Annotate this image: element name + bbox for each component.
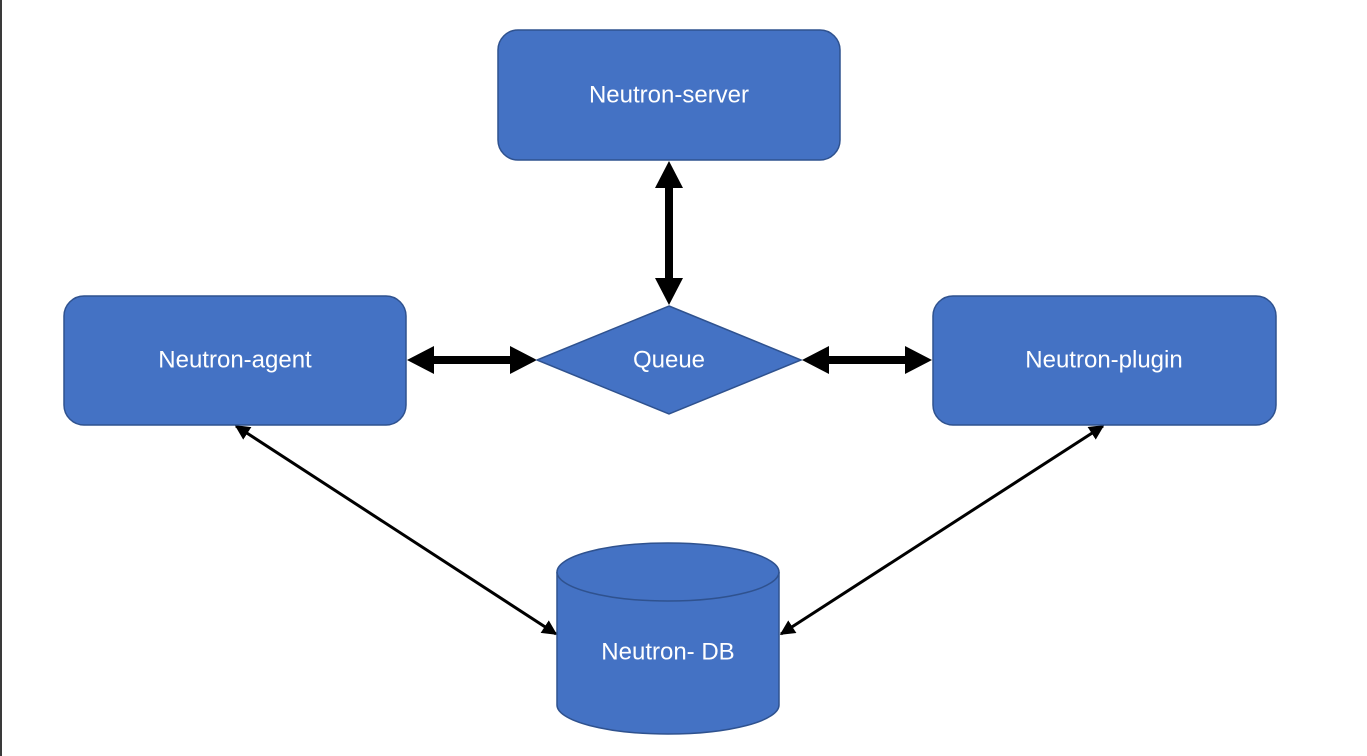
node-neutron-agent: Neutron-agent bbox=[63, 295, 407, 426]
left-border bbox=[0, 0, 2, 756]
arrow-plugin-db bbox=[779, 424, 1105, 636]
node-neutron-server: Neutron-server bbox=[497, 29, 841, 161]
node-queue-label: Queue bbox=[633, 347, 705, 374]
arrow-server-queue bbox=[655, 161, 683, 305]
node-neutron-server-label: Neutron-server bbox=[589, 82, 749, 109]
node-neutron-db-label: Neutron- DB bbox=[601, 639, 734, 666]
node-neutron-plugin-label: Neutron-plugin bbox=[1025, 347, 1182, 374]
node-neutron-plugin: Neutron-plugin bbox=[932, 295, 1277, 426]
arrow-queue-plugin bbox=[802, 346, 932, 374]
arrow-agent-db bbox=[234, 424, 558, 636]
arrow-agent-queue bbox=[407, 346, 537, 374]
node-neutron-agent-label: Neutron-agent bbox=[158, 347, 312, 374]
node-neutron-db: Neutron- DB bbox=[556, 542, 780, 735]
node-queue: Queue bbox=[535, 305, 803, 415]
